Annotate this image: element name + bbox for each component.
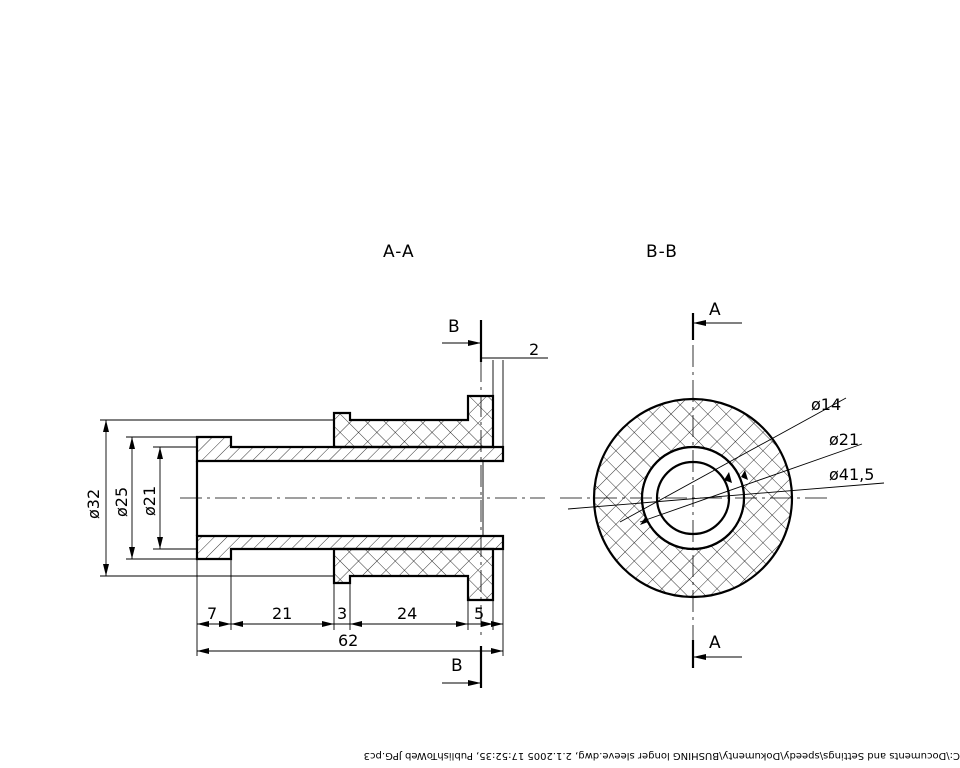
dim-d21-aa: ø21 [140, 486, 159, 516]
dim-arrows-lengths [197, 621, 503, 627]
dim-d32: ø32 [84, 489, 103, 519]
dim-2: 2 [529, 340, 539, 359]
arrow-head-a-top [693, 320, 706, 326]
dim-d41-5: ø41,5 [829, 465, 874, 484]
outer-sleeve-top [332, 394, 495, 449]
cut-label-a-top: A [709, 300, 721, 320]
section-aa-title: A-A [383, 242, 415, 262]
dim-d14: ø14 [811, 395, 841, 414]
dim-len-7: 7 [207, 604, 217, 623]
dim-len-24: 24 [397, 604, 417, 623]
dim-arrows-d21 [157, 447, 163, 549]
leader-d41-5 [567, 482, 885, 510]
file-path-footer: C:\Documents and Settings\speedy\Dokumen… [363, 750, 960, 761]
arrow-head-a-bottom [693, 654, 706, 660]
dim-len-3: 3 [337, 604, 347, 623]
cut-label-a-bottom: A [709, 633, 721, 653]
arrow-head-b-top [468, 340, 481, 346]
section-bb-title: B-B [646, 242, 678, 262]
dim-len-5: 5 [474, 604, 484, 623]
section-aa-view: B B 2 ø32 ø25 ø21 [84, 317, 548, 688]
dim-d21-bb: ø21 [829, 430, 859, 449]
arrow-head-b-bottom [468, 680, 481, 686]
leader-d21 [639, 443, 863, 523]
cut-label-b-bottom: B [451, 656, 463, 676]
section-bb-view: A A ø14 ø21 ø41,5 [560, 300, 885, 668]
dim-len-total: 62 [338, 631, 358, 650]
dim-d25: ø25 [112, 487, 131, 517]
dim-len-21: 21 [272, 604, 292, 623]
outer-sleeve-bottom [332, 547, 495, 602]
cut-label-b-top: B [448, 317, 460, 337]
